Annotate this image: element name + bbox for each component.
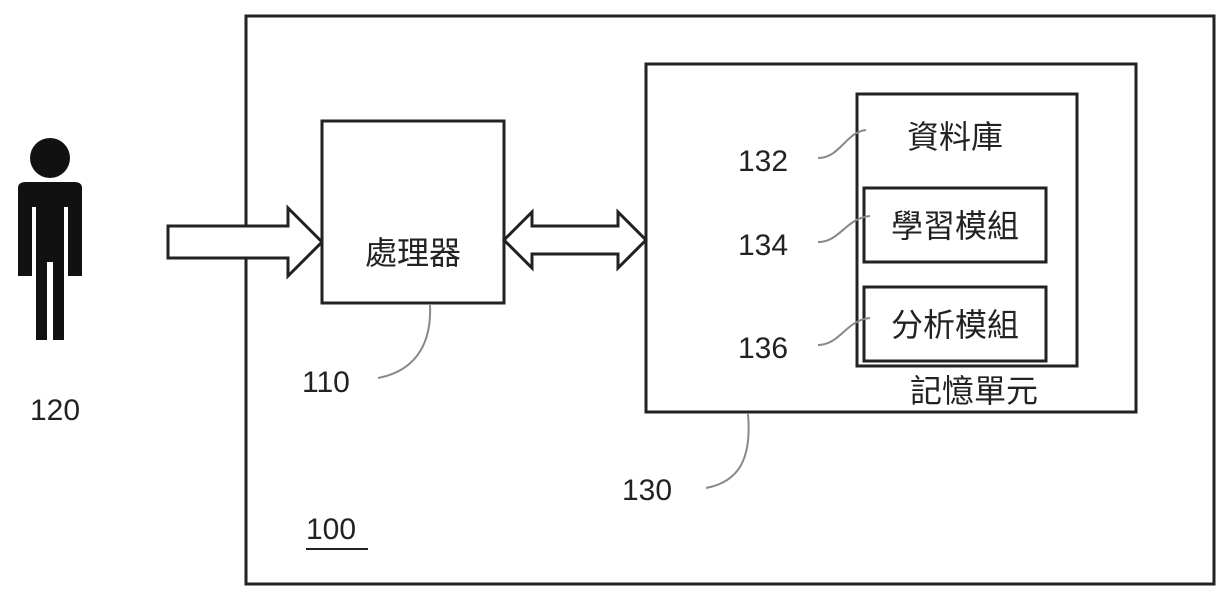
database-leader-line bbox=[817, 129, 867, 159]
analysis-module-label: 分析模組 bbox=[891, 306, 1019, 344]
learning-module-leader-line bbox=[817, 215, 871, 243]
user-person-icon bbox=[18, 138, 82, 340]
learning-module-box bbox=[862, 186, 1048, 264]
memory-unit-ref-label: 130 bbox=[622, 474, 672, 507]
system-ref-label: 100 bbox=[306, 513, 356, 546]
memory-unit-label: 記憶單元 bbox=[910, 372, 1038, 410]
database-label: 資料庫 bbox=[907, 118, 1003, 156]
learning-module-ref-label: 134 bbox=[738, 229, 788, 262]
database-ref-label: 132 bbox=[738, 145, 788, 178]
processor-label: 處理器 bbox=[365, 234, 461, 272]
processor-ref-label: 110 bbox=[302, 366, 350, 399]
processor-box bbox=[320, 119, 506, 305]
analysis-module-ref-label: 136 bbox=[738, 332, 788, 365]
input-arrow bbox=[166, 204, 325, 280]
processor-leader-line bbox=[377, 304, 432, 379]
analysis-module-box bbox=[862, 285, 1048, 363]
user-ref-label: 120 bbox=[30, 394, 80, 427]
analysis-module-leader-line bbox=[817, 317, 871, 346]
learning-module-label: 學習模組 bbox=[891, 207, 1019, 245]
memory-unit-leader-line bbox=[705, 413, 750, 489]
